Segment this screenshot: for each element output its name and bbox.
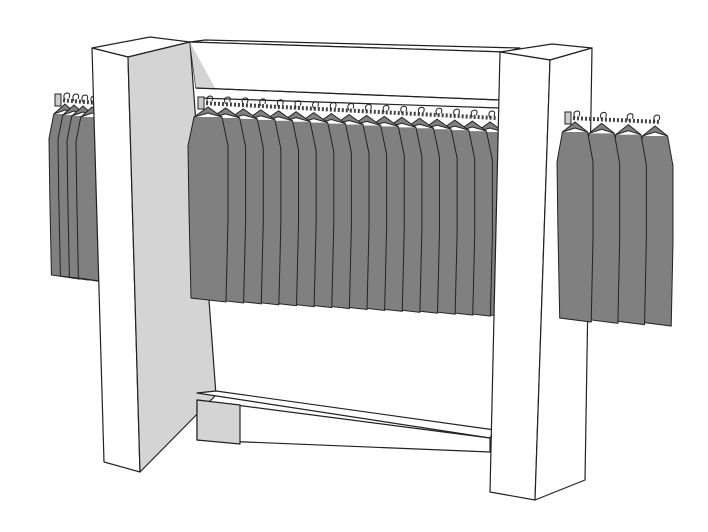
hanging-rail [568, 116, 662, 124]
hanger-hook [72, 93, 80, 102]
hanger-hook [400, 105, 408, 114]
hanger-hook [312, 101, 319, 109]
hanger [562, 127, 588, 133]
hanger-hook [600, 111, 607, 120]
shirt-body [187, 106, 229, 303]
hanger-hook [81, 94, 89, 103]
hanger-hook [347, 102, 355, 111]
hanger-hook [453, 108, 460, 117]
hanger-hook [294, 100, 302, 108]
top-beam [189, 39, 521, 109]
rail-bracket [564, 111, 572, 125]
hanger [588, 128, 615, 134]
top-beam-edge [195, 87, 501, 101]
rail-bracket [197, 96, 205, 110]
hanger-hook [63, 92, 71, 101]
hanger-hook [470, 109, 478, 118]
base-shadow [196, 399, 241, 445]
top-beam-front [189, 41, 506, 101]
shirt [187, 95, 229, 303]
hanger [642, 131, 668, 137]
hanger-hook [276, 99, 284, 107]
right-side-rack [556, 110, 674, 327]
center-rack [187, 95, 511, 318]
hanger-hook [365, 103, 372, 112]
hanger-hook [259, 98, 267, 107]
bottom-base [196, 390, 496, 453]
hanger-hook [488, 110, 496, 119]
hanging-rail [201, 101, 497, 120]
hanger-hook [417, 106, 425, 115]
shirt-body [556, 121, 594, 323]
hanger-hook [435, 107, 443, 116]
hanger-hook [206, 95, 214, 104]
hanger [193, 112, 223, 118]
hanger-hook [573, 110, 581, 119]
rail-bracket [54, 93, 62, 107]
top-beam-shadow [190, 42, 215, 88]
hanger [615, 130, 642, 136]
hanger-hook [626, 113, 634, 121]
hanger-hook [329, 102, 337, 110]
hanger-hook [382, 104, 390, 113]
hanger-hook [224, 96, 231, 105]
hanger-hook [241, 97, 249, 106]
shirt [556, 110, 594, 323]
hanger-hook [653, 114, 661, 123]
